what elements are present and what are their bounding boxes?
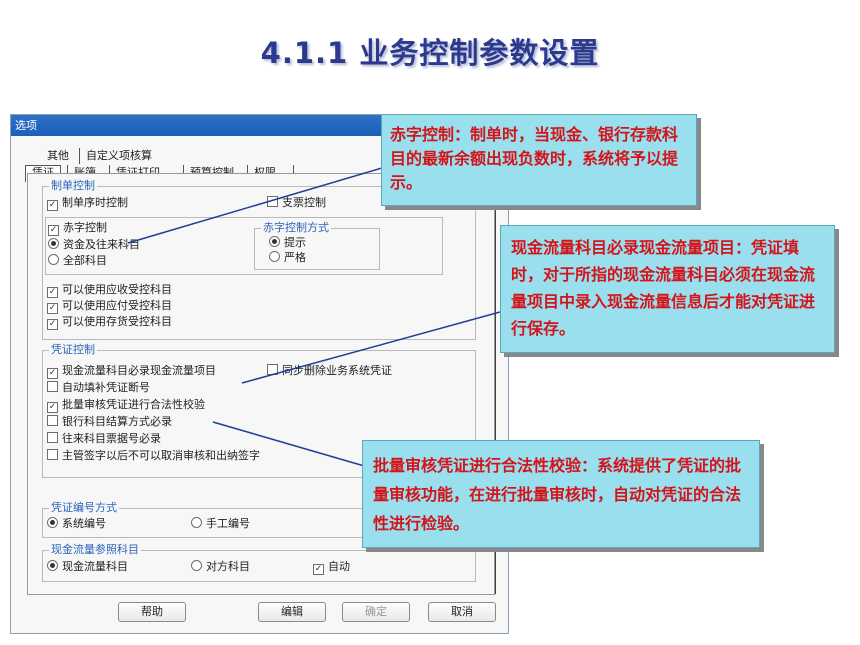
group-red-mode: 赤字控制方式 提示 严格 xyxy=(254,221,380,270)
group-voucher-make: 制单控制 ✓制单序时控制 支票控制 ✓赤字控制 资金及往来科目 全部科目 赤字控… xyxy=(42,179,476,340)
tab-other[interactable]: 其他 xyxy=(47,149,69,162)
radio-icon xyxy=(269,251,280,262)
callout-red-control: 赤字控制：制单时，当现金、银行存款科目的最新余额出现负数时，系统将予以提示。 xyxy=(381,114,697,206)
check-icon: ✓ xyxy=(47,368,58,379)
group-cashflow-ref: 现金流量参照科目 现金流量科目 对方科目 ✓自动 xyxy=(42,543,476,582)
prompt-radio[interactable]: 提示 xyxy=(269,236,306,250)
receivable-checkbox[interactable]: ✓可以使用应收受控科目 xyxy=(47,283,172,298)
group-red-control: ✓赤字控制 资金及往来科目 全部科目 赤字控制方式 提示 严格 xyxy=(45,217,443,275)
group-voucher-control: 凭证控制 ✓现金流量科目必录现金流量项目 同步删除业务系统凭证 自动填补凭证断号… xyxy=(42,343,476,478)
checkbox-icon xyxy=(47,432,58,443)
cashflow-subject-radio[interactable]: 现金流量科目 xyxy=(47,560,128,574)
check-icon: ✓ xyxy=(47,319,58,330)
callout-batch-audit: 批量审核凭证进行合法性校验：系统提供了凭证的批量审核功能，在进行批量审核时，自动… xyxy=(362,440,760,548)
check-icon: ✓ xyxy=(47,402,58,413)
slide-title: 4.1.1 业务控制参数设置 xyxy=(260,36,600,70)
panel-edge xyxy=(495,176,500,594)
system-number-radio[interactable]: 系统编号 xyxy=(47,517,106,531)
strict-radio[interactable]: 严格 xyxy=(269,251,306,265)
group-red-mode-title: 赤字控制方式 xyxy=(261,221,331,235)
batch-audit-checkbox[interactable]: ✓批量审核凭证进行合法性校验 xyxy=(47,398,205,413)
checkbox-icon xyxy=(47,415,58,426)
stock-checkbox[interactable]: ✓可以使用存货受控科目 xyxy=(47,315,172,330)
sync-delete-checkbox[interactable]: 同步删除业务系统凭证 xyxy=(267,364,392,378)
batch-leader-line xyxy=(212,421,379,471)
check-icon: ✓ xyxy=(47,200,58,211)
counter-subject-radio[interactable]: 对方科目 xyxy=(191,560,250,574)
autofill-checkbox[interactable]: 自动填补凭证断号 xyxy=(47,381,150,395)
group-cashflow-ref-title: 现金流量参照科目 xyxy=(49,543,141,557)
cancel-button[interactable]: 取消 xyxy=(428,602,496,622)
group-numbering-title: 凭证编号方式 xyxy=(49,501,119,515)
cashflow-leader-line xyxy=(241,311,501,384)
radio-icon xyxy=(48,254,59,265)
red-leader-line xyxy=(127,167,383,244)
fund-radio[interactable]: 资金及往来科目 xyxy=(48,238,140,252)
bill-number-checkbox[interactable]: 往来科目票据号必录 xyxy=(47,432,161,446)
bank-settlement-checkbox[interactable]: 银行科目结算方式必录 xyxy=(47,415,172,429)
radio-icon xyxy=(191,560,202,571)
tab-custom-accounting[interactable]: 自定义项核算 xyxy=(79,148,158,164)
radio-selected-icon xyxy=(269,236,280,247)
all-subjects-radio[interactable]: 全部科目 xyxy=(48,254,107,268)
tab-row-top: 其他 自定义项核算 xyxy=(41,148,241,164)
radio-icon xyxy=(191,517,202,528)
cashflow-checkbox[interactable]: ✓现金流量科目必录现金流量项目 xyxy=(47,364,216,379)
supervisor-sign-checkbox[interactable]: 主管签字以后不可以取消审核和出纳签字 xyxy=(47,449,260,463)
ok-button[interactable]: 确定 xyxy=(342,602,410,622)
auto-checkbox[interactable]: ✓自动 xyxy=(313,560,350,575)
radio-selected-icon xyxy=(47,517,58,528)
check-icon: ✓ xyxy=(313,564,324,575)
checkbox-icon xyxy=(47,449,58,460)
voucher-panel: 制单控制 ✓制单序时控制 支票控制 ✓赤字控制 资金及往来科目 全部科目 赤字控… xyxy=(27,173,495,595)
manual-number-radio[interactable]: 手工编号 xyxy=(191,517,250,531)
callout-cashflow: 现金流量科目必录现金流量项目：凭证填时，对于所指的现金流量科目必须在现金流量项目… xyxy=(500,225,835,353)
group-voucher-control-title: 凭证控制 xyxy=(49,343,97,357)
check-icon: ✓ xyxy=(47,303,58,314)
checkbox-icon xyxy=(47,381,58,392)
sequence-checkbox[interactable]: ✓制单序时控制 xyxy=(47,196,128,211)
payable-checkbox[interactable]: ✓可以使用应付受控科目 xyxy=(47,299,172,314)
edit-button[interactable]: 编辑 xyxy=(258,602,326,622)
red-control-checkbox[interactable]: ✓赤字控制 xyxy=(48,221,107,236)
check-icon: ✓ xyxy=(48,225,59,236)
help-button[interactable]: 帮助 xyxy=(118,602,186,622)
radio-selected-icon xyxy=(48,238,59,249)
check-icon: ✓ xyxy=(47,287,58,298)
radio-selected-icon xyxy=(47,560,58,571)
group-voucher-make-title: 制单控制 xyxy=(49,179,97,193)
group-numbering: 凭证编号方式 系统编号 手工编号 xyxy=(42,501,476,538)
